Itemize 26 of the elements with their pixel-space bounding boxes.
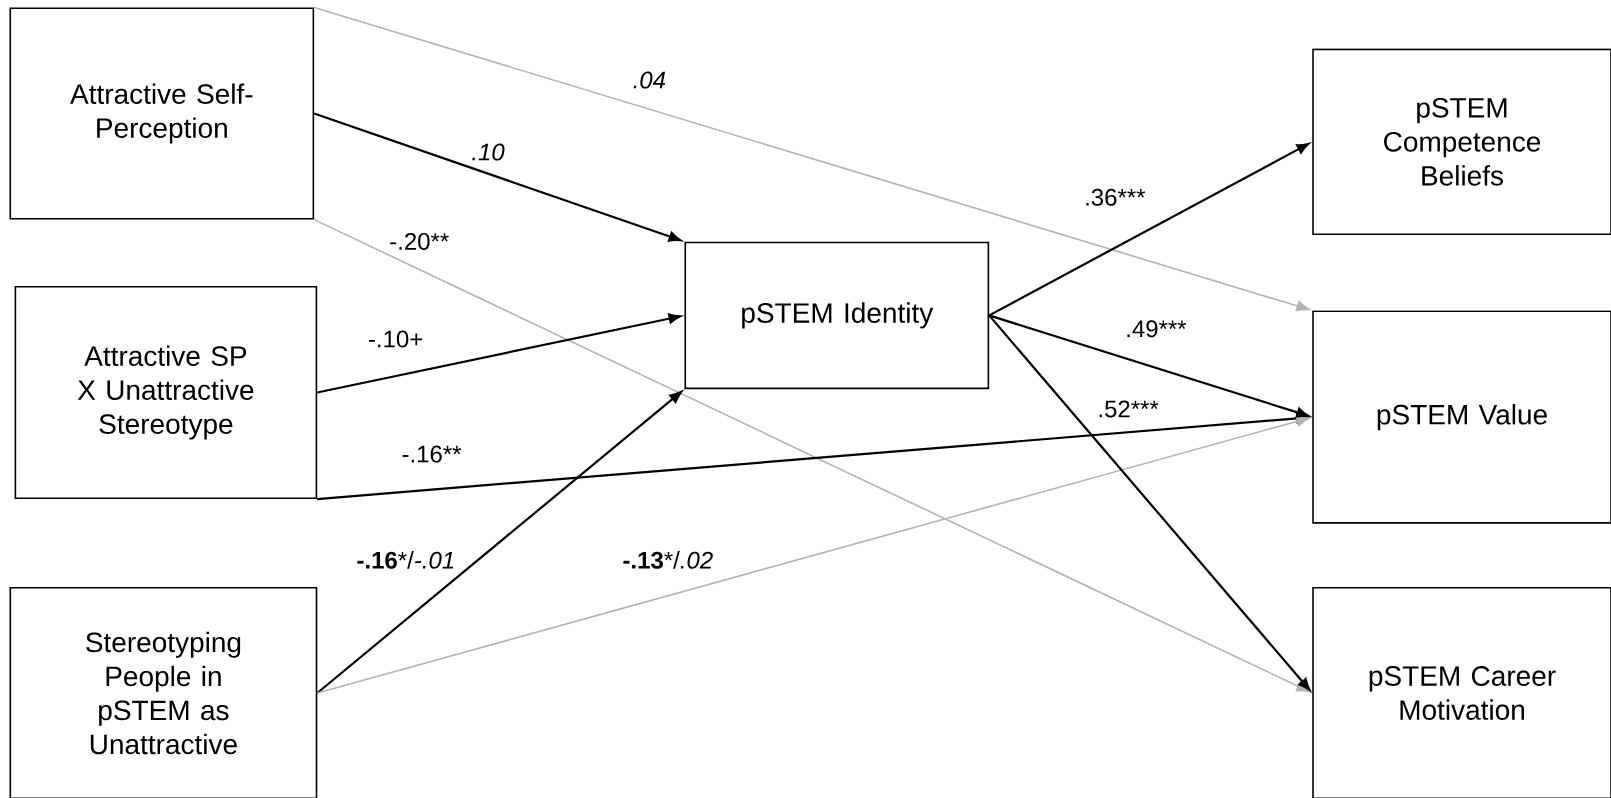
edge-label: -.13*/.02 [621, 550, 715, 570]
arrow [313, 6, 1310, 312]
arrow [316, 415, 1310, 694]
arrow [988, 314, 1311, 691]
edge-label: .04 [631, 70, 667, 90]
box: pSTEM Identity [684, 241, 990, 390]
edge-label: -.20** [388, 231, 451, 251]
edge-label: .10 [470, 142, 506, 162]
arrow [988, 314, 1309, 418]
arrow [317, 313, 682, 394]
box: Attractive SP X Unattractive Stereotype [14, 285, 318, 500]
box: pSTEM Value [1312, 310, 1611, 524]
edge-label: -.16*/-.01 [355, 550, 457, 570]
arrow [316, 390, 683, 694]
box: Stereotyping People in pSTEM as Unattractive [9, 586, 318, 798]
arrow [313, 112, 682, 242]
box: pSTEM Career Motivation [1312, 586, 1611, 798]
arrow [313, 218, 1311, 693]
edge-label: -.10+ [366, 329, 425, 349]
edge-label: .49*** [1124, 319, 1188, 339]
box: pSTEM Competence Beliefs [1312, 48, 1611, 236]
edge-label: -.16** [400, 444, 463, 464]
box: Attractive Self-Perception [9, 7, 315, 220]
edge-label: .36*** [1083, 187, 1147, 207]
edge-label: .52*** [1096, 399, 1160, 419]
arrow [988, 142, 1310, 317]
